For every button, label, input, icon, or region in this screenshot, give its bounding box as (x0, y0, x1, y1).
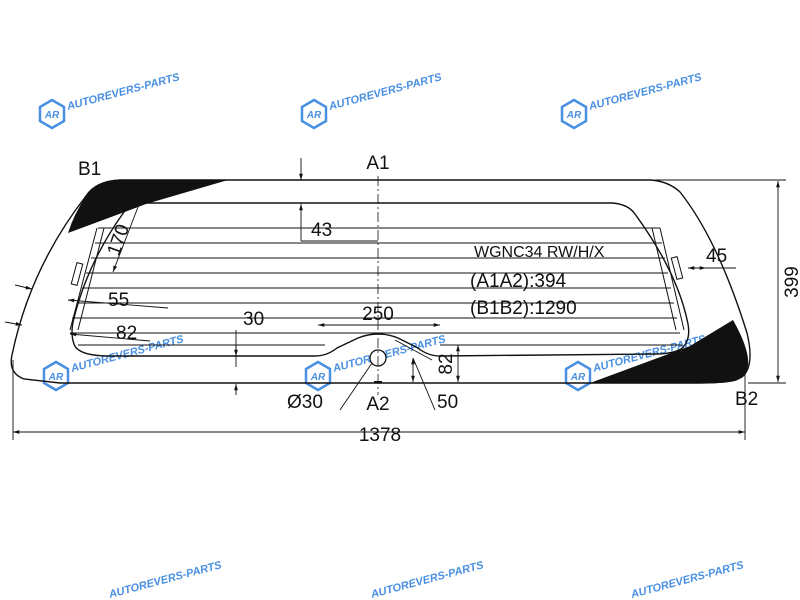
dim-dia30: Ø30 (287, 392, 323, 413)
dim-line-82-left (69, 332, 151, 342)
ar-logo-icon: AR (38, 98, 66, 130)
dim-line-55 (67, 298, 169, 309)
leader (412, 357, 436, 411)
dim-43: 43 (311, 220, 332, 241)
diagonal-b1b2: (B1B2):1290 (470, 298, 577, 319)
dim-line-170 (112, 180, 149, 273)
dim-82-left: 82 (116, 323, 137, 344)
bus-bar-left (69, 227, 98, 331)
svg-text:AR: AR (44, 110, 60, 121)
dim-55: 55 (108, 290, 129, 311)
svg-text:AUTOREVERS-PARTS: AUTOREVERS-PARTS (587, 71, 704, 113)
dim-399: 399 (782, 266, 800, 298)
corner-label-a2: A2 (366, 394, 389, 415)
defroster-grid (69, 227, 685, 346)
dim-82-right: 82 (436, 353, 457, 374)
corner-label-b1: B1 (78, 159, 101, 180)
svg-text:AR: AR (310, 372, 326, 383)
watermark-partial: AUTOREVERS-PARTS (629, 559, 746, 600)
dim-170: 170 (104, 222, 135, 259)
watermark: AR AUTOREVERS-PARTS (300, 71, 444, 130)
dimension-lines (4, 158, 786, 440)
corner-label-b2: B2 (735, 389, 758, 410)
labels: B1 A1 A2 B2 WGNC34 RW/H/X (A1A2):394 (B1… (78, 153, 800, 446)
svg-text:AUTOREVERS-PARTS: AUTOREVERS-PARTS (65, 71, 182, 113)
ceramic-corner-top-left (68, 180, 228, 233)
terminal-right (670, 255, 684, 281)
ar-logo-icon: AR (300, 98, 328, 130)
svg-text:AUTOREVERS-PARTS: AUTOREVERS-PARTS (327, 71, 444, 113)
ceramic-corner-bottom-right (590, 320, 749, 384)
ar-logo-icon: AR (560, 98, 588, 130)
svg-text:AR: AR (306, 110, 322, 121)
ar-logo-icon: AR (304, 360, 332, 392)
dim-250: 250 (362, 304, 394, 325)
dim-50: 50 (437, 392, 458, 413)
edge-tick (14, 284, 33, 290)
watermark-partial: AUTOREVERS-PARTS (369, 559, 486, 600)
ar-logo-icon: AR (42, 360, 70, 392)
dim-1378: 1378 (359, 425, 401, 446)
bus-bar-right-inner (651, 227, 677, 331)
bus-bar-left-inner (77, 227, 105, 331)
leader-dia30 (339, 362, 373, 411)
watermark-partial: AUTOREVERS-PARTS (107, 559, 224, 600)
watermark: AR AUTOREVERS-PARTS (38, 71, 182, 130)
edge-tick (4, 321, 23, 326)
watermark: AR AUTOREVERS-PARTS (42, 333, 186, 392)
watermark: AR AUTOREVERS-PARTS (560, 71, 704, 130)
svg-text:AR: AR (566, 110, 582, 121)
leader-wiper (394, 339, 433, 361)
svg-text:AR: AR (570, 372, 586, 383)
bus-bar-right (659, 227, 685, 331)
ar-logo-icon: AR (564, 360, 592, 392)
dim-45: 45 (706, 246, 727, 267)
terminal-left (70, 261, 84, 287)
part-code: WGNC34 RW/H/X (474, 244, 605, 261)
svg-text:AR: AR (48, 372, 64, 383)
dim-30: 30 (243, 309, 264, 330)
diagonal-a1a2: (A1A2):394 (470, 271, 567, 292)
corner-label-a1: A1 (366, 153, 389, 174)
